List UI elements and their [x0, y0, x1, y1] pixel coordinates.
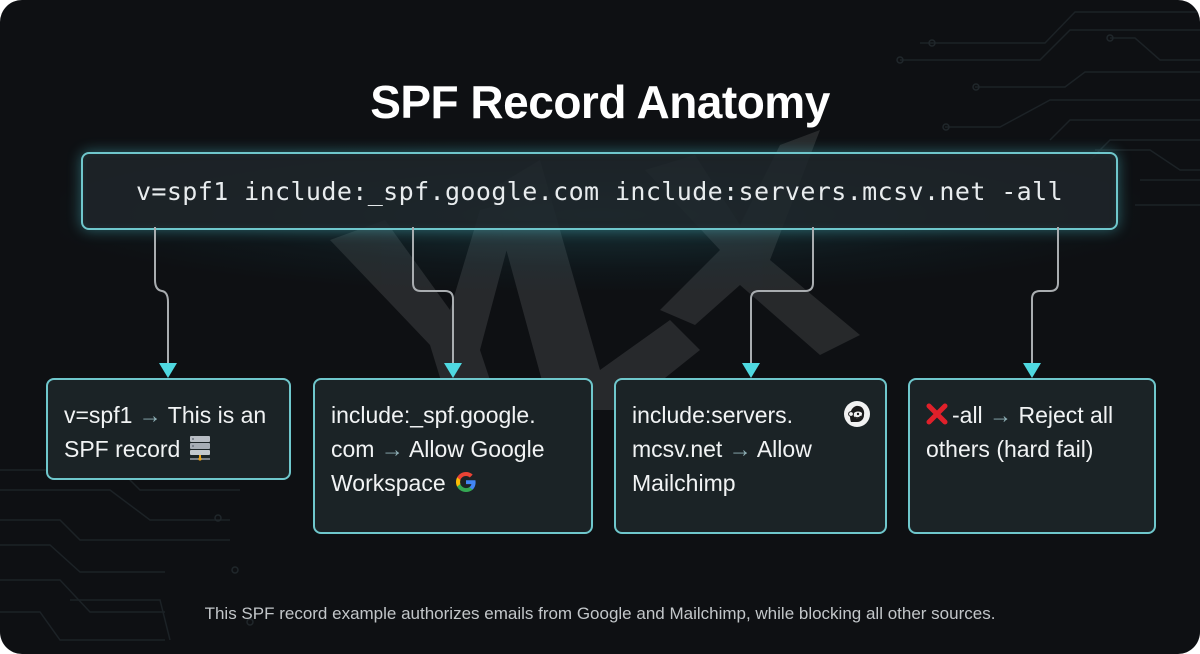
card-google: include:_spf.google. com → Allow Google …	[313, 378, 593, 534]
caption: This SPF record example authorizes email…	[204, 604, 996, 623]
x-icon	[926, 403, 948, 425]
card-term-line2: mcsv.net	[632, 436, 723, 462]
card-term: v=spf1	[64, 402, 133, 428]
server-icon	[189, 435, 210, 461]
card-term: -all	[952, 402, 983, 428]
card-description-line1: Allow Google	[408, 436, 545, 462]
card-description-line2: Mailchimp	[632, 470, 736, 496]
mailchimp-icon	[844, 401, 870, 427]
arrowhead-icon	[742, 363, 760, 378]
connector-all	[1031, 227, 1059, 366]
card-description-line1: Reject all	[1018, 402, 1114, 428]
arrowhead-icon	[159, 363, 177, 378]
arrow-right-icon: →	[728, 436, 752, 462]
card-description: This is an SPF record	[64, 402, 267, 462]
google-icon	[456, 471, 476, 492]
card-description-line1: Allow	[756, 436, 812, 462]
card-description-line2: Workspace	[331, 470, 446, 496]
card-description-line2: others (hard fail)	[926, 436, 1094, 462]
arrowhead-icon	[444, 363, 462, 378]
arrow-right-icon: →	[380, 436, 404, 462]
card-all: -all → Reject all others (hard fail)	[908, 378, 1156, 534]
card-term-line1: include:servers.	[632, 402, 794, 428]
spf-record-box: v=spf1 include:_spf.google.com include:s…	[81, 152, 1118, 230]
card-mailchimp: include:servers. mcsv.net → Allow Mailch…	[614, 378, 887, 534]
card-v-spf1: v=spf1 → This is an SPF record	[46, 378, 291, 480]
connector-v-spf1	[154, 227, 169, 366]
arrow-right-icon: →	[138, 402, 162, 428]
arrowhead-icon	[1023, 363, 1041, 378]
card-term-line2: com	[331, 436, 375, 462]
arrow-right-icon: →	[989, 402, 1013, 428]
spf-record-text: v=spf1 include:_spf.google.com include:s…	[135, 176, 1064, 206]
page-title: SPF Record Anatomy	[370, 75, 830, 128]
card-term-line1: include:_spf.google.	[331, 402, 536, 428]
connector-mailchimp	[750, 227, 814, 366]
connector-google	[412, 227, 454, 366]
